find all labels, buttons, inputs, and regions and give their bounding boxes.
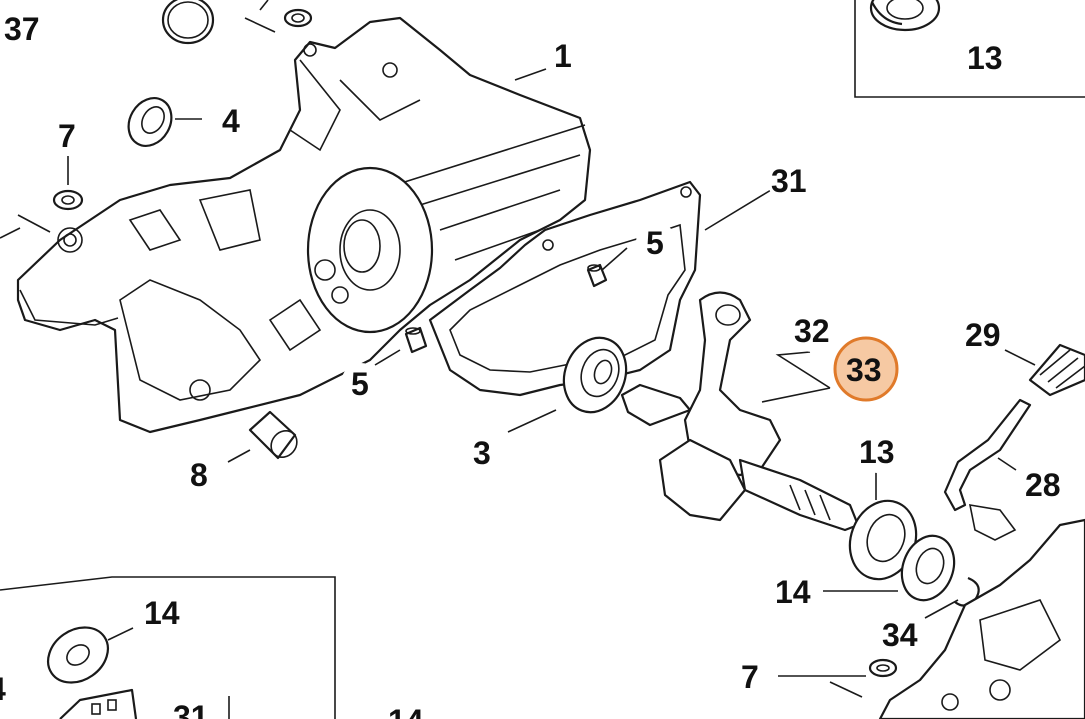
callout-37: 37 <box>4 11 40 47</box>
callout-14: 14 <box>775 574 811 610</box>
inset-washer-drawing <box>47 626 109 684</box>
callout-31: 31 <box>771 163 807 199</box>
callout-3: 3 <box>473 435 491 471</box>
callout-32: 32 <box>794 313 830 349</box>
callout-29: 29 <box>965 317 1001 353</box>
crankcase <box>16 16 592 434</box>
pin-top <box>244 0 276 33</box>
callout-33[interactable]: 33 <box>846 352 882 388</box>
oil-seal-14 <box>900 534 956 602</box>
crankcase-lower <box>878 518 1085 719</box>
inset-seal-drawing <box>869 0 941 32</box>
inset-gasket-drawing <box>59 688 138 719</box>
bushing-8 <box>248 410 298 460</box>
pin-left <box>0 214 51 239</box>
callout-13-inset: 13 <box>967 40 1003 76</box>
callout-labels: 37 1 4 7 13 31 5 5 32 33 29 3 8 13 28 14 <box>0 7 1065 719</box>
callout-14-partial: 14 <box>388 703 424 719</box>
washer-7a <box>52 189 84 211</box>
callout-28: 28 <box>1025 467 1061 503</box>
callout-5-lower: 5 <box>351 366 369 402</box>
callout-1: 1 <box>554 38 572 74</box>
callout-4: 4 <box>222 103 240 139</box>
callout-7-lower: 7 <box>741 659 759 695</box>
dowel-pin-5a <box>586 263 608 288</box>
callout-7-upper: 7 <box>58 118 76 154</box>
callout-14-inset: 14 <box>144 595 180 631</box>
callout-13: 13 <box>859 434 895 470</box>
callout-8: 8 <box>190 457 208 493</box>
callout-33-highlight[interactable] <box>833 336 899 402</box>
pin-lower <box>829 681 863 698</box>
callout-4-partial: 4 <box>0 671 6 707</box>
rod-28 <box>943 398 1032 541</box>
washer-7b <box>868 658 898 678</box>
adapter-29 <box>1028 343 1085 397</box>
callout-34: 34 <box>882 617 918 653</box>
inset-top-right <box>854 0 1085 98</box>
leader-lines <box>67 68 1036 719</box>
dowel-pin-5b <box>404 326 428 354</box>
callout-31-inset: 31 <box>173 699 209 719</box>
crankshaft <box>620 291 860 532</box>
ball-bearing-3 <box>562 336 628 414</box>
o-ring-top <box>161 0 215 45</box>
washer-top <box>283 8 313 28</box>
callout-5-upper: 5 <box>646 225 664 261</box>
oil-seal-4 <box>127 97 173 147</box>
gasket <box>428 180 702 397</box>
inset-bottom-left <box>0 576 336 719</box>
